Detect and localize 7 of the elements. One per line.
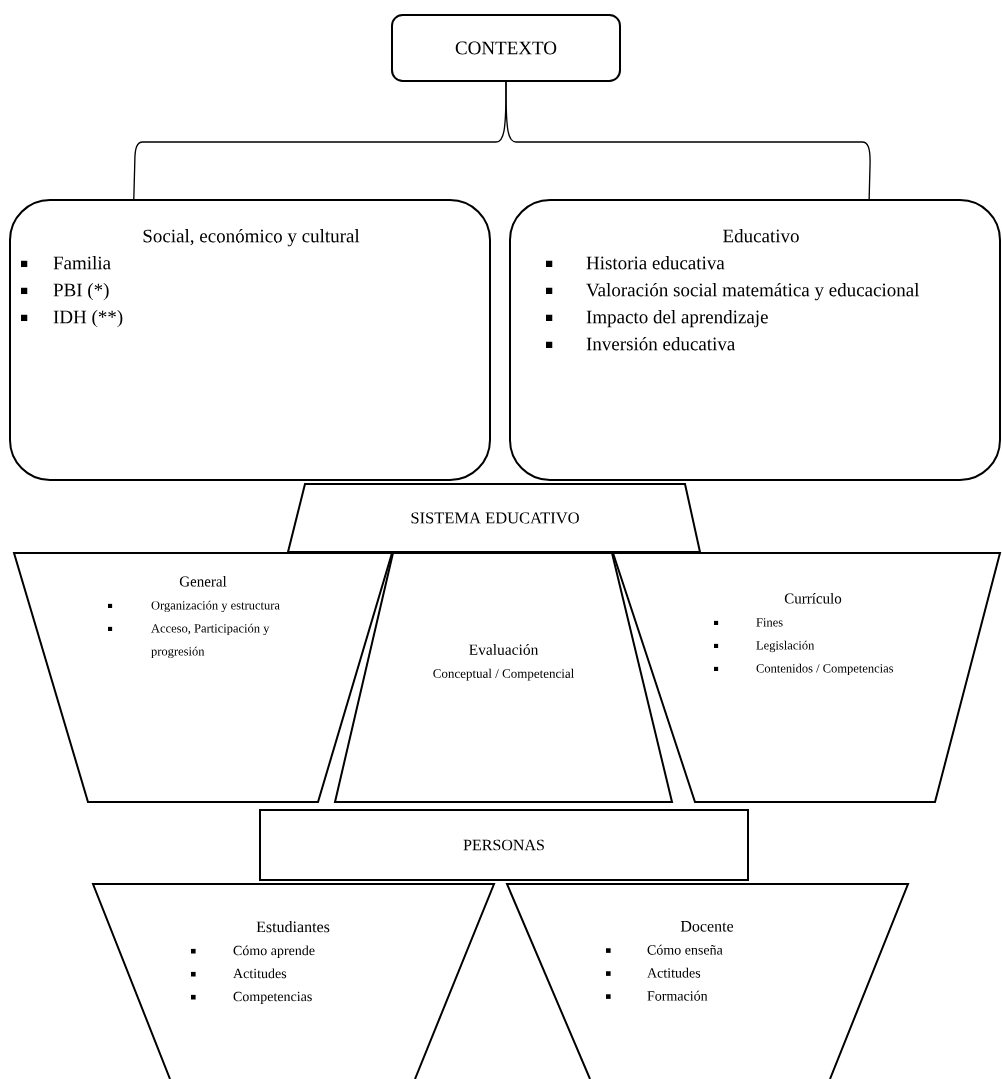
trapezoid-box: Docente Cómo enseña Actitudes Formación bbox=[505, 883, 910, 1079]
trapezoid-box: Estudiantes Cómo aprende Actitudes Competencias bbox=[91, 883, 496, 1079]
context-box: Educativo Historia educativa Valoración social matemática y educacional Impacto del aprendizaje Inversión educativa bbox=[509, 199, 1001, 481]
brace-connector bbox=[505, 81, 871, 200]
banner-box: PERSONAS bbox=[259, 809, 749, 881]
title-box: CONTEXTO bbox=[391, 14, 621, 82]
context-box: Social, económico y cultural Familia PBI (*) IDH (**) bbox=[9, 199, 491, 481]
